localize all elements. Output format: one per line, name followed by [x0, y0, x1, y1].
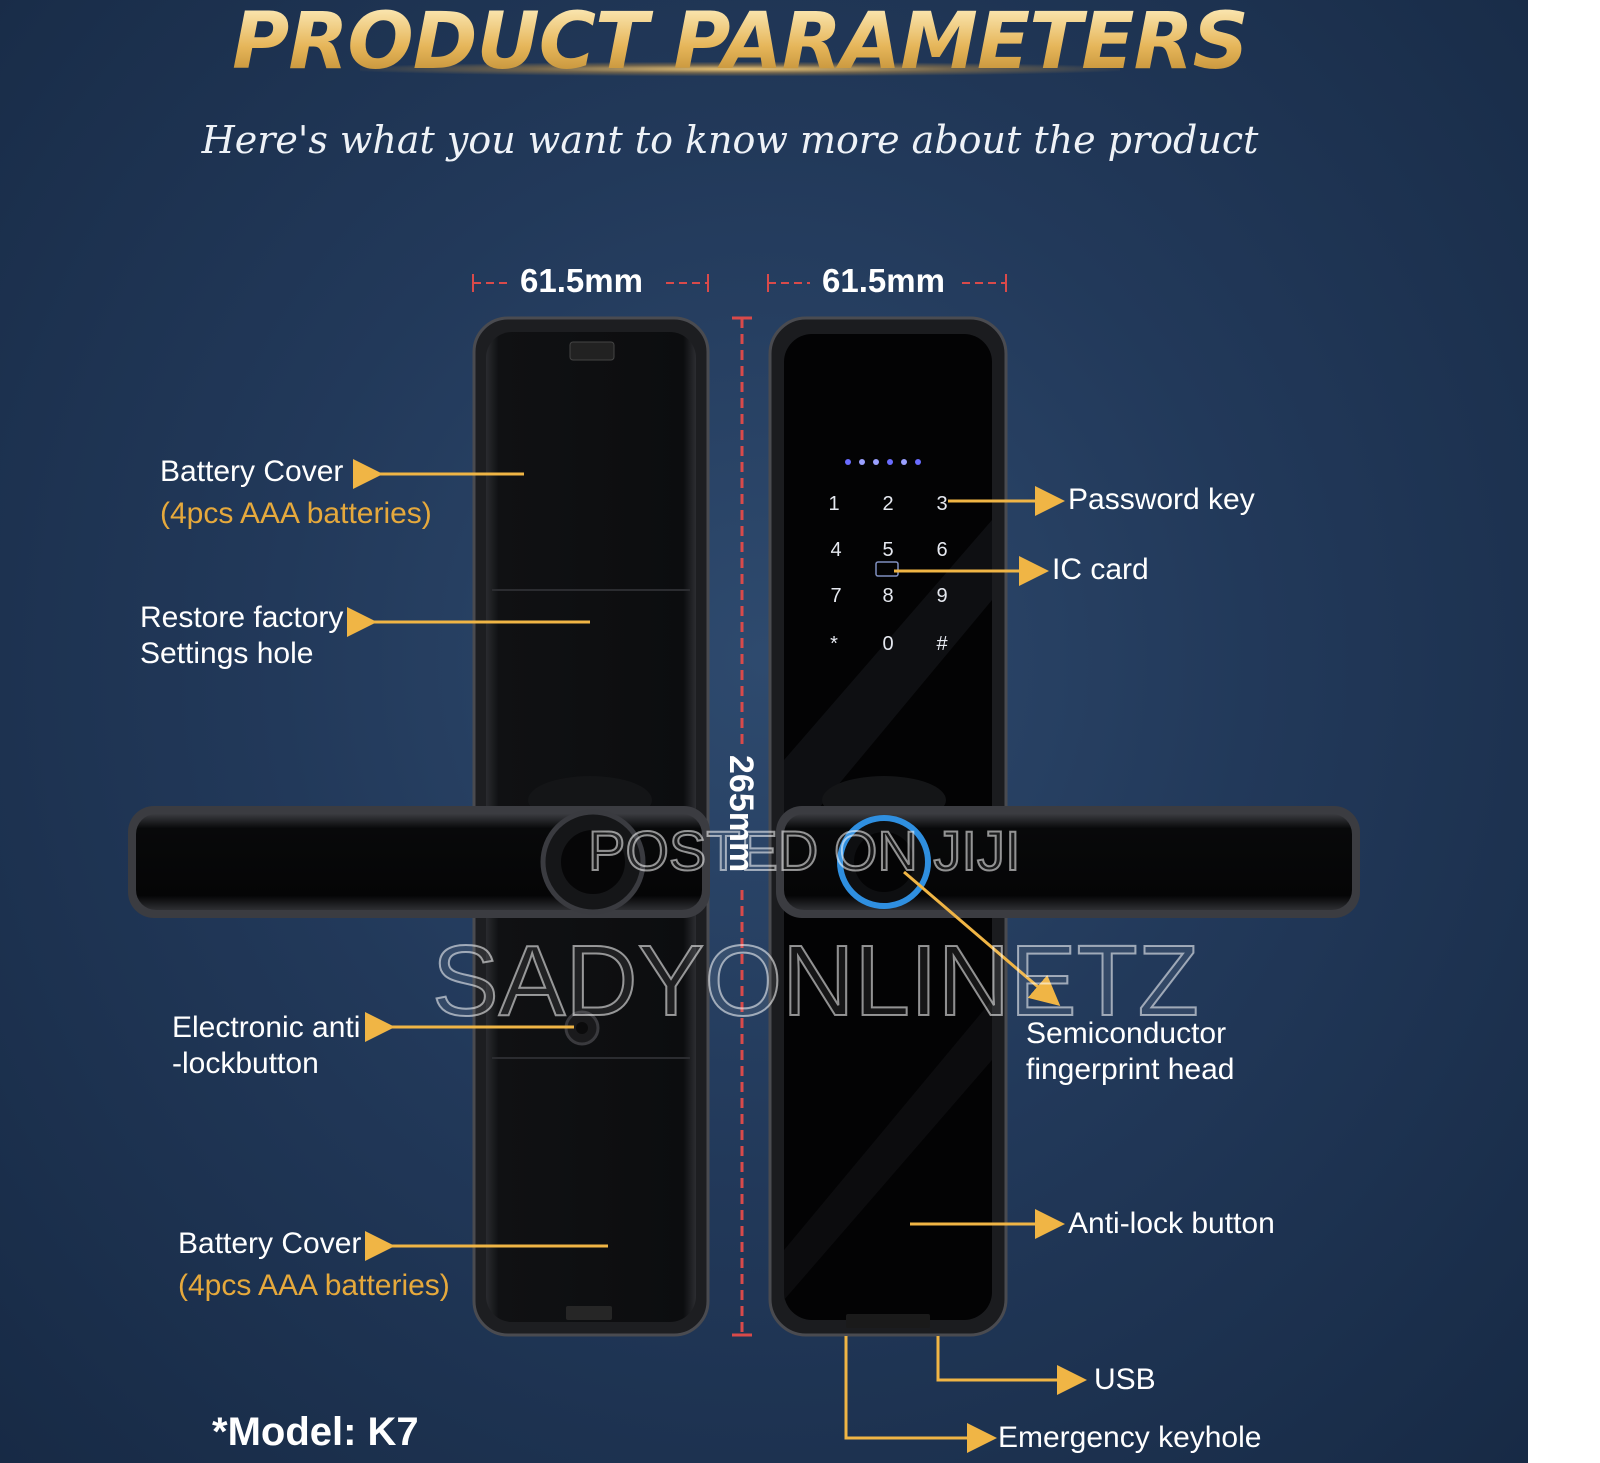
page-title: PRODUCT PARAMETERS	[0, 0, 1480, 84]
key-2: 2	[882, 493, 893, 515]
label-anti-lock-line1: Electronic anti	[172, 1011, 361, 1044]
title-glow	[360, 62, 1120, 76]
right-margin	[1528, 0, 1600, 1463]
callout-arrows-left	[347, 459, 608, 1261]
product-poster: PRODUCT PARAMETERS Here's what you want …	[0, 0, 1528, 1463]
key-8: 8	[882, 585, 893, 607]
width-dimension-right	[767, 274, 1007, 292]
width-dimension-left	[472, 274, 709, 292]
label-battery-cover-top-detail: (4pcs AAA batteries)	[160, 497, 432, 530]
lock-back-view	[128, 316, 710, 1337]
label-password-key: Password key	[1068, 483, 1255, 516]
key-4: 4	[830, 539, 841, 561]
label-usb: USB	[1094, 1363, 1156, 1396]
model-label: *Model: K7	[212, 1410, 419, 1454]
keypad: 1 2 3 4 5 6 7 8 9 * 0 #	[828, 493, 948, 655]
label-emergency-keyhole: Emergency keyhole	[998, 1421, 1262, 1454]
key-3: 3	[936, 493, 947, 515]
key-7: 7	[830, 585, 841, 607]
dimension-width-left: 61.5mm	[520, 262, 643, 299]
page-subtitle: Here's what you want to know more about …	[201, 118, 1259, 162]
dimension-height-label: 265mm	[722, 755, 760, 872]
watermark-seller: SADYONLINETZ	[431, 924, 1200, 1038]
key-0: 0	[882, 633, 893, 655]
label-fingerprint-line1: Semiconductor	[1026, 1017, 1227, 1050]
lock-front-view: 1 2 3 4 5 6 7 8 9 * 0 #	[768, 316, 1360, 1337]
label-ic-card: IC card	[1052, 553, 1149, 586]
lock-illustration: 1 2 3 4 5 6 7 8 9 * 0 #	[128, 274, 1360, 1453]
watermark-posted: POSTED ON JIJI	[587, 818, 1021, 883]
label-battery-cover-bottom-detail: (4pcs AAA batteries)	[178, 1269, 450, 1302]
label-anti-lock-line2: -lockbutton	[172, 1047, 319, 1080]
label-restore-line1: Restore factory	[140, 601, 344, 634]
callout-arrows-right	[844, 486, 1087, 1453]
key-1: 1	[828, 493, 839, 515]
key-9: 9	[936, 585, 947, 607]
key-hash: #	[936, 633, 948, 655]
key-star: *	[830, 633, 838, 655]
height-dimension	[732, 316, 752, 1337]
key-5: 5	[882, 539, 893, 561]
label-battery-cover-top: Battery Cover	[160, 455, 344, 488]
label-restore-line2: Settings hole	[140, 637, 314, 670]
label-battery-cover-bottom: Battery Cover	[178, 1227, 362, 1260]
dimension-width-right: 61.5mm	[822, 262, 945, 299]
label-anti-lock-button: Anti-lock button	[1068, 1207, 1275, 1240]
key-6: 6	[936, 539, 947, 561]
label-fingerprint-line2: fingerprint head	[1026, 1053, 1235, 1086]
